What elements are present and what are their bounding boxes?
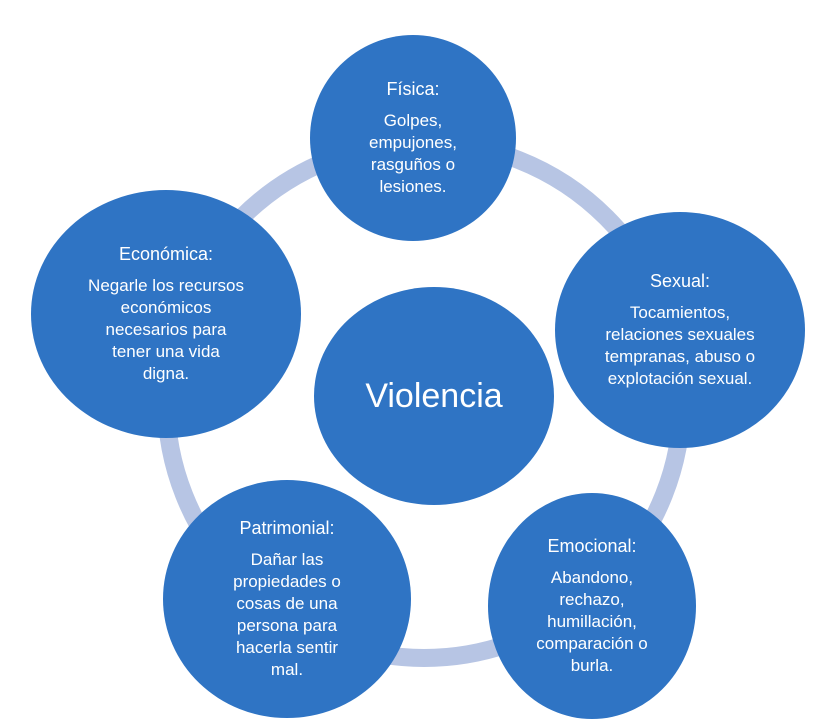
node-emocional-description: Abandono, rechazo, humillación, comparac…	[536, 568, 648, 675]
node-fisica-description: Golpes, empujones, rasguños o lesiones.	[369, 111, 457, 196]
center-node-violencia: Violencia	[314, 287, 554, 505]
center-label: Violencia	[365, 377, 503, 415]
node-economica: Económica: Negarle los recursos económic…	[31, 190, 301, 438]
node-sexual-description: Tocamientos, relaciones sexuales tempran…	[604, 303, 756, 388]
node-patrimonial-title: Patrimonial:	[239, 518, 335, 538]
node-economica-title: Económica:	[118, 244, 214, 264]
node-economica-description: Negarle los recursos económicos necesari…	[88, 276, 244, 383]
node-emocional: Emocional: Abandono, rechazo, humillació…	[488, 493, 696, 719]
node-fisica: Física: Golpes, empujones, rasguños o le…	[310, 35, 516, 241]
node-sexual-title: Sexual:	[649, 271, 711, 291]
node-fisica-title: Física:	[386, 79, 440, 99]
node-sexual: Sexual: Tocamientos, relaciones sexuales…	[555, 212, 805, 448]
node-patrimonial-description: Dañar las propiedades o cosas de una per…	[233, 550, 341, 679]
node-emocional-title: Emocional:	[547, 536, 637, 556]
node-patrimonial: Patrimonial: Dañar las propiedades o cos…	[163, 480, 411, 718]
